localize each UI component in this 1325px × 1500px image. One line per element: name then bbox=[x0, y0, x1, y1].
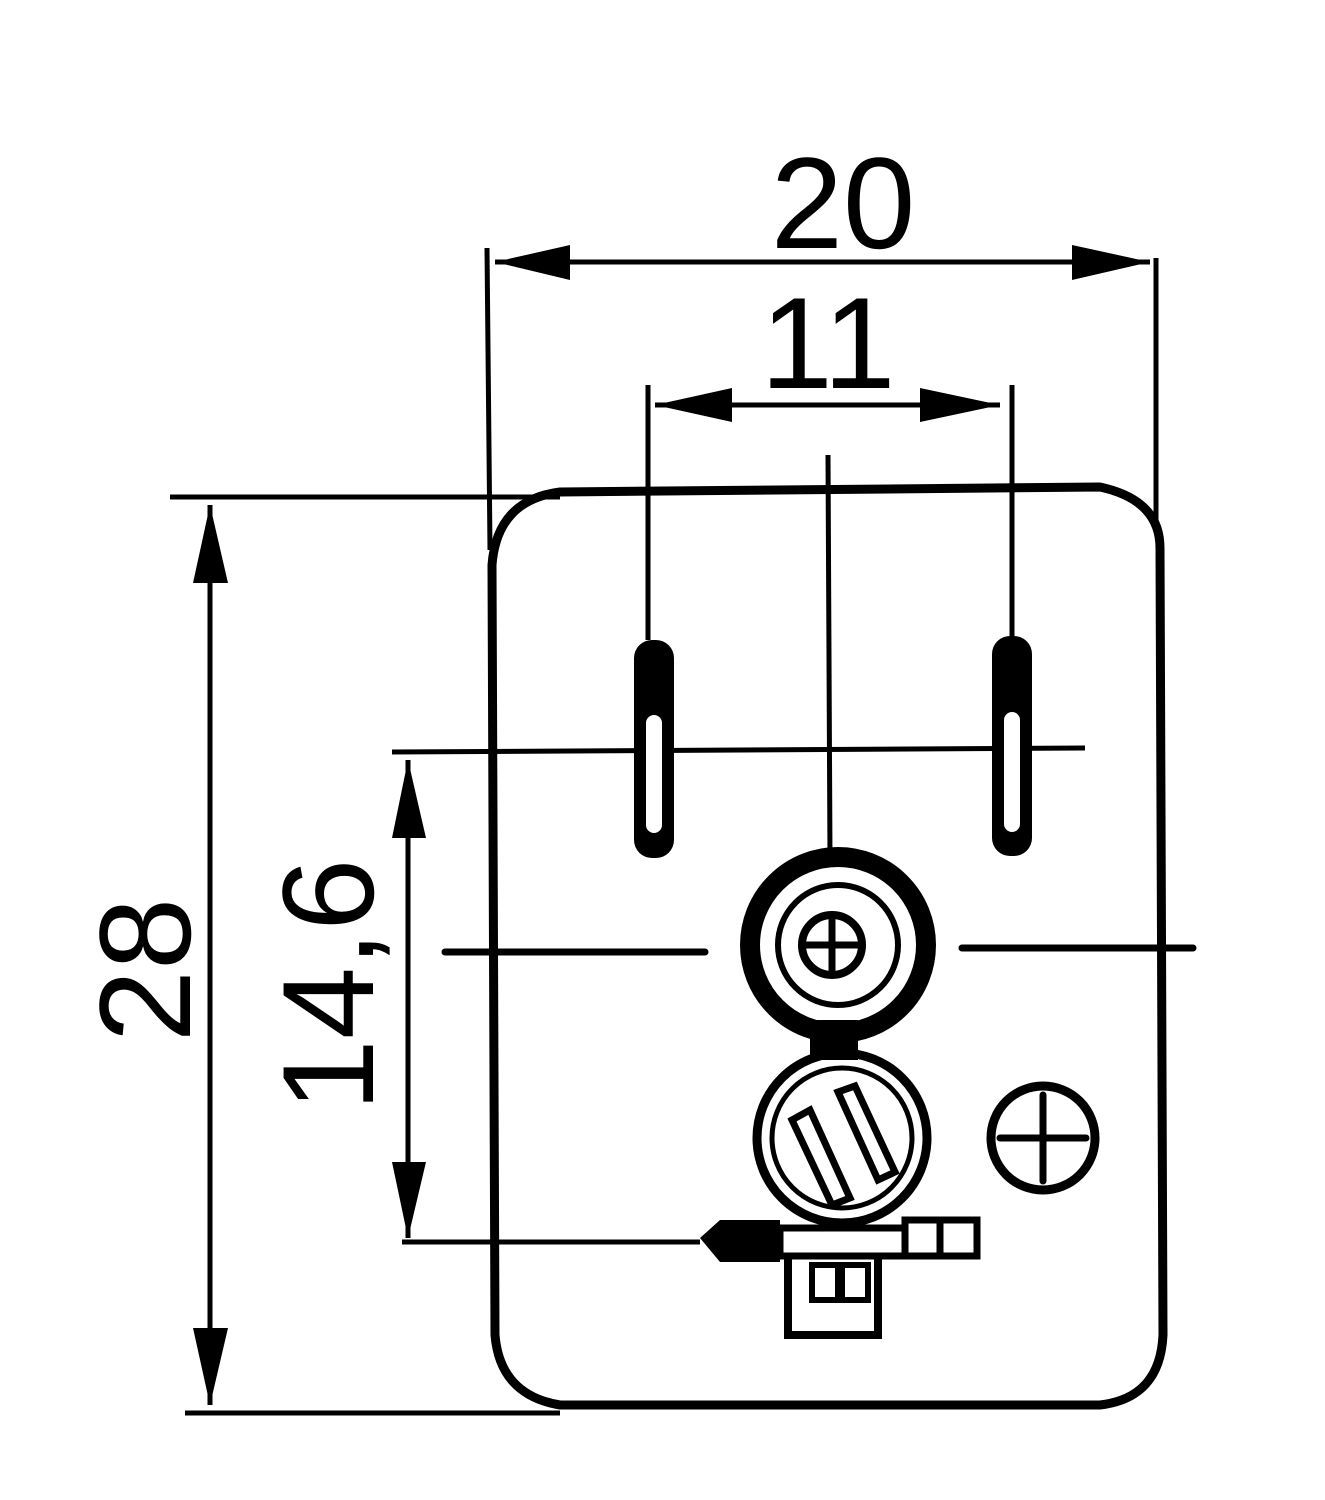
arrow-bottom bbox=[193, 1328, 228, 1405]
arrow-bottom bbox=[392, 1162, 426, 1238]
gland-hatch-1 bbox=[787, 1105, 855, 1210]
arrow-top bbox=[392, 760, 426, 838]
gland-outer-ring bbox=[752, 1048, 932, 1228]
dimension-height-28: 28 bbox=[72, 494, 560, 1416]
gland-hatch-2 bbox=[833, 1081, 900, 1185]
pin-slot bbox=[646, 715, 662, 833]
dimension-label-14-6: 14,6 bbox=[255, 858, 401, 1111]
extension-line-left bbox=[484, 247, 493, 551]
clamp-bar bbox=[776, 1224, 909, 1260]
gland-inner-ring bbox=[769, 1065, 915, 1211]
clamp-base bbox=[784, 1258, 882, 1339]
pin-left bbox=[634, 640, 674, 858]
cable-clamp bbox=[700, 1216, 981, 1339]
dimension-pin-spacing-11: 11 bbox=[645, 270, 1015, 640]
dimension-label-20: 20 bbox=[771, 130, 916, 276]
vertical-center-line bbox=[825, 454, 833, 861]
clamp-nut-left bbox=[809, 1262, 841, 1303]
center-contact bbox=[740, 847, 936, 1060]
connector-housing bbox=[487, 482, 1168, 1410]
pin-slot bbox=[1004, 712, 1020, 832]
extension-line-top bbox=[391, 745, 1086, 755]
cable-gland bbox=[752, 1048, 932, 1228]
arrow-right bbox=[1072, 245, 1150, 280]
clamp-tip bbox=[700, 1220, 780, 1262]
pin-right bbox=[992, 636, 1032, 856]
inner-ring bbox=[775, 882, 901, 1008]
fixing-screw-ring bbox=[986, 1081, 1100, 1195]
dimension-height-14-6: 14,6 bbox=[255, 745, 1086, 1245]
arrow-left bbox=[495, 245, 570, 280]
dimension-label-28: 28 bbox=[72, 898, 218, 1043]
dimension-label-11: 11 bbox=[761, 270, 896, 416]
arrow-top bbox=[193, 505, 228, 583]
arrow-left bbox=[655, 388, 732, 422]
arrow-right bbox=[920, 388, 1000, 422]
dimension-width-20: 20 bbox=[484, 130, 1159, 551]
clamp-nut-right bbox=[839, 1262, 871, 1303]
fixing-screw bbox=[986, 1081, 1100, 1195]
center-lines bbox=[441, 454, 1197, 956]
